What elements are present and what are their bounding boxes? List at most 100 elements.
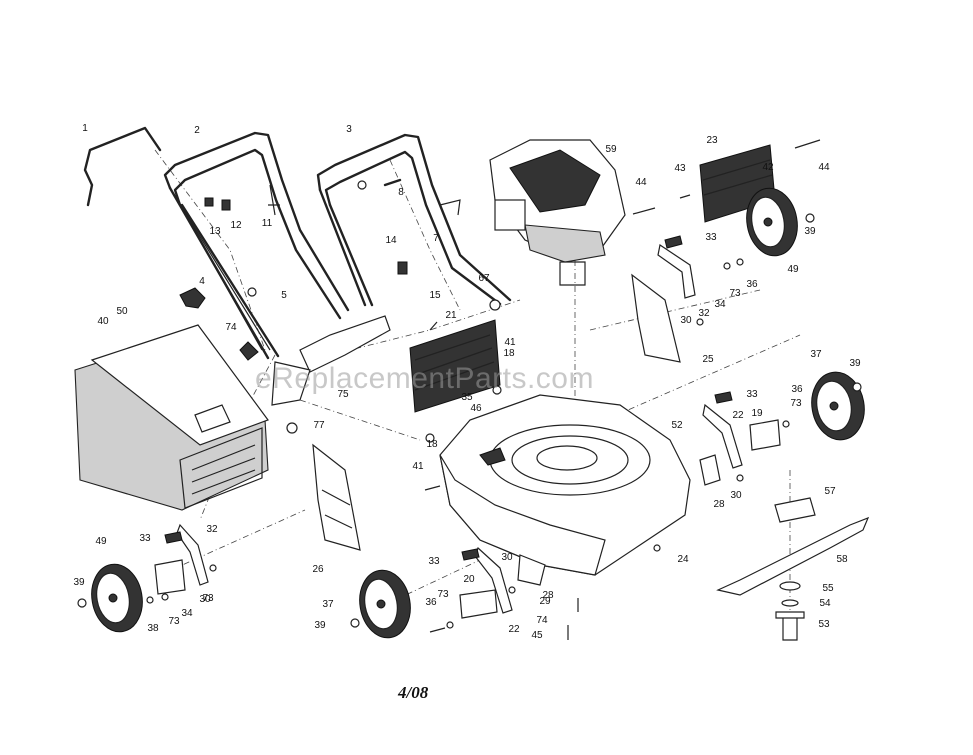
watermark-text: eReplacementParts.com [255,362,594,395]
part-label-73: 73 [437,589,449,600]
part-label-35: 35 [461,392,473,403]
part-label-41: 41 [504,337,516,348]
part-label-39: 39 [804,226,816,237]
part-label-73: 73 [729,288,741,299]
part-label-3: 3 [346,124,352,135]
part-label-11: 11 [262,218,273,229]
part-label-38: 38 [147,623,159,634]
handle-hardware [179,178,501,361]
part-label-34: 34 [714,299,726,310]
part-label-24: 24 [677,554,689,565]
part-label-74: 74 [225,322,237,333]
assembly-leader-lines [154,149,801,640]
wheel-front-left [359,569,411,639]
part-label-28: 28 [713,499,725,510]
height-adjuster-brackets [312,273,681,551]
part-label-33: 33 [139,533,151,544]
part-label-28: 28 [542,590,554,601]
part-label-36: 36 [746,279,758,290]
wheel-rear-left [91,563,143,633]
part-label-30: 30 [680,315,692,326]
part-label-14: 14 [385,235,397,246]
part-label-22: 22 [508,624,520,635]
date-code: 4/08 [397,683,429,702]
engine-part [489,139,626,286]
part-label-33: 33 [428,556,440,567]
part-label-54: 54 [819,598,831,609]
grass-catcher-bag-part [74,324,269,511]
part-label-30: 30 [199,594,211,605]
discharge-chute-part [271,315,391,434]
upper-handle-part [163,131,350,360]
part-label-53: 53 [818,619,830,630]
part-label-36: 36 [425,597,437,608]
control-bail-part [83,126,162,207]
part-label-19: 19 [751,408,763,419]
wheel-rear-right [746,187,798,257]
part-label-34: 34 [181,608,193,619]
misc-hardware [77,139,862,640]
part-label-18: 18 [503,348,515,359]
part-label-36: 36 [791,384,803,395]
part-label-23: 23 [706,135,718,146]
part-label-57: 57 [824,486,836,497]
part-label-21: 21 [445,310,457,321]
part-label-12: 12 [230,220,242,231]
mower-deck-part [439,394,691,576]
part-label-4: 4 [199,276,205,287]
part-label-37: 37 [810,349,822,360]
part-label-58: 58 [836,554,848,565]
part-label-46: 46 [470,403,482,414]
part-label-13: 13 [209,226,221,237]
part-label-75: 75 [337,389,349,400]
part-label-41: 41 [412,461,424,472]
part-label-22: 22 [732,410,744,421]
part-label-44: 44 [818,162,830,173]
part-label-39: 39 [314,620,326,631]
wheel-front-right [811,371,865,441]
part-label-74: 74 [536,615,548,626]
part-label-55: 55 [822,583,834,594]
part-label-77: 77 [313,420,325,431]
part-label-45: 45 [531,630,543,641]
part-label-42: 42 [762,162,774,173]
part-label-30: 30 [730,490,742,501]
blade-assembly [716,497,870,641]
part-label-37: 37 [322,599,334,610]
wheel-height-levers [154,235,781,619]
part-label-49: 49 [787,264,799,275]
part-label-73: 73 [790,398,802,409]
part-label-59: 59 [605,144,617,155]
part-label-40: 40 [97,316,109,327]
part-label-8: 8 [398,187,404,198]
rear-deflector-part [409,319,501,413]
part-label-32: 32 [698,308,710,319]
part-label-44: 44 [635,177,647,188]
part-label-33: 33 [705,232,717,243]
part-label-52: 52 [671,420,683,431]
part-label-26: 26 [312,564,324,575]
part-label-33: 33 [746,389,758,400]
part-label-30: 30 [501,552,513,563]
part-label-29: 29 [539,596,551,607]
part-label-5: 5 [281,290,287,301]
part-label-73: 73 [168,616,180,627]
part-label-67: 67 [478,273,490,284]
part-label-7: 7 [433,233,439,244]
part-label-18: 18 [426,439,438,450]
lower-handle-part [316,133,512,307]
part-label-49: 49 [95,536,107,547]
part-label-39: 39 [73,577,85,588]
part-label-20: 20 [463,574,475,585]
part-label-2: 2 [194,125,200,136]
part-label-73: 73 [202,593,214,604]
part-label-32: 32 [206,524,218,535]
part-label-50: 50 [116,306,128,317]
part-label-15: 15 [429,290,441,301]
part-label-25: 25 [702,354,714,365]
part-label-1: 1 [82,123,88,134]
part-label-39: 39 [849,358,861,369]
